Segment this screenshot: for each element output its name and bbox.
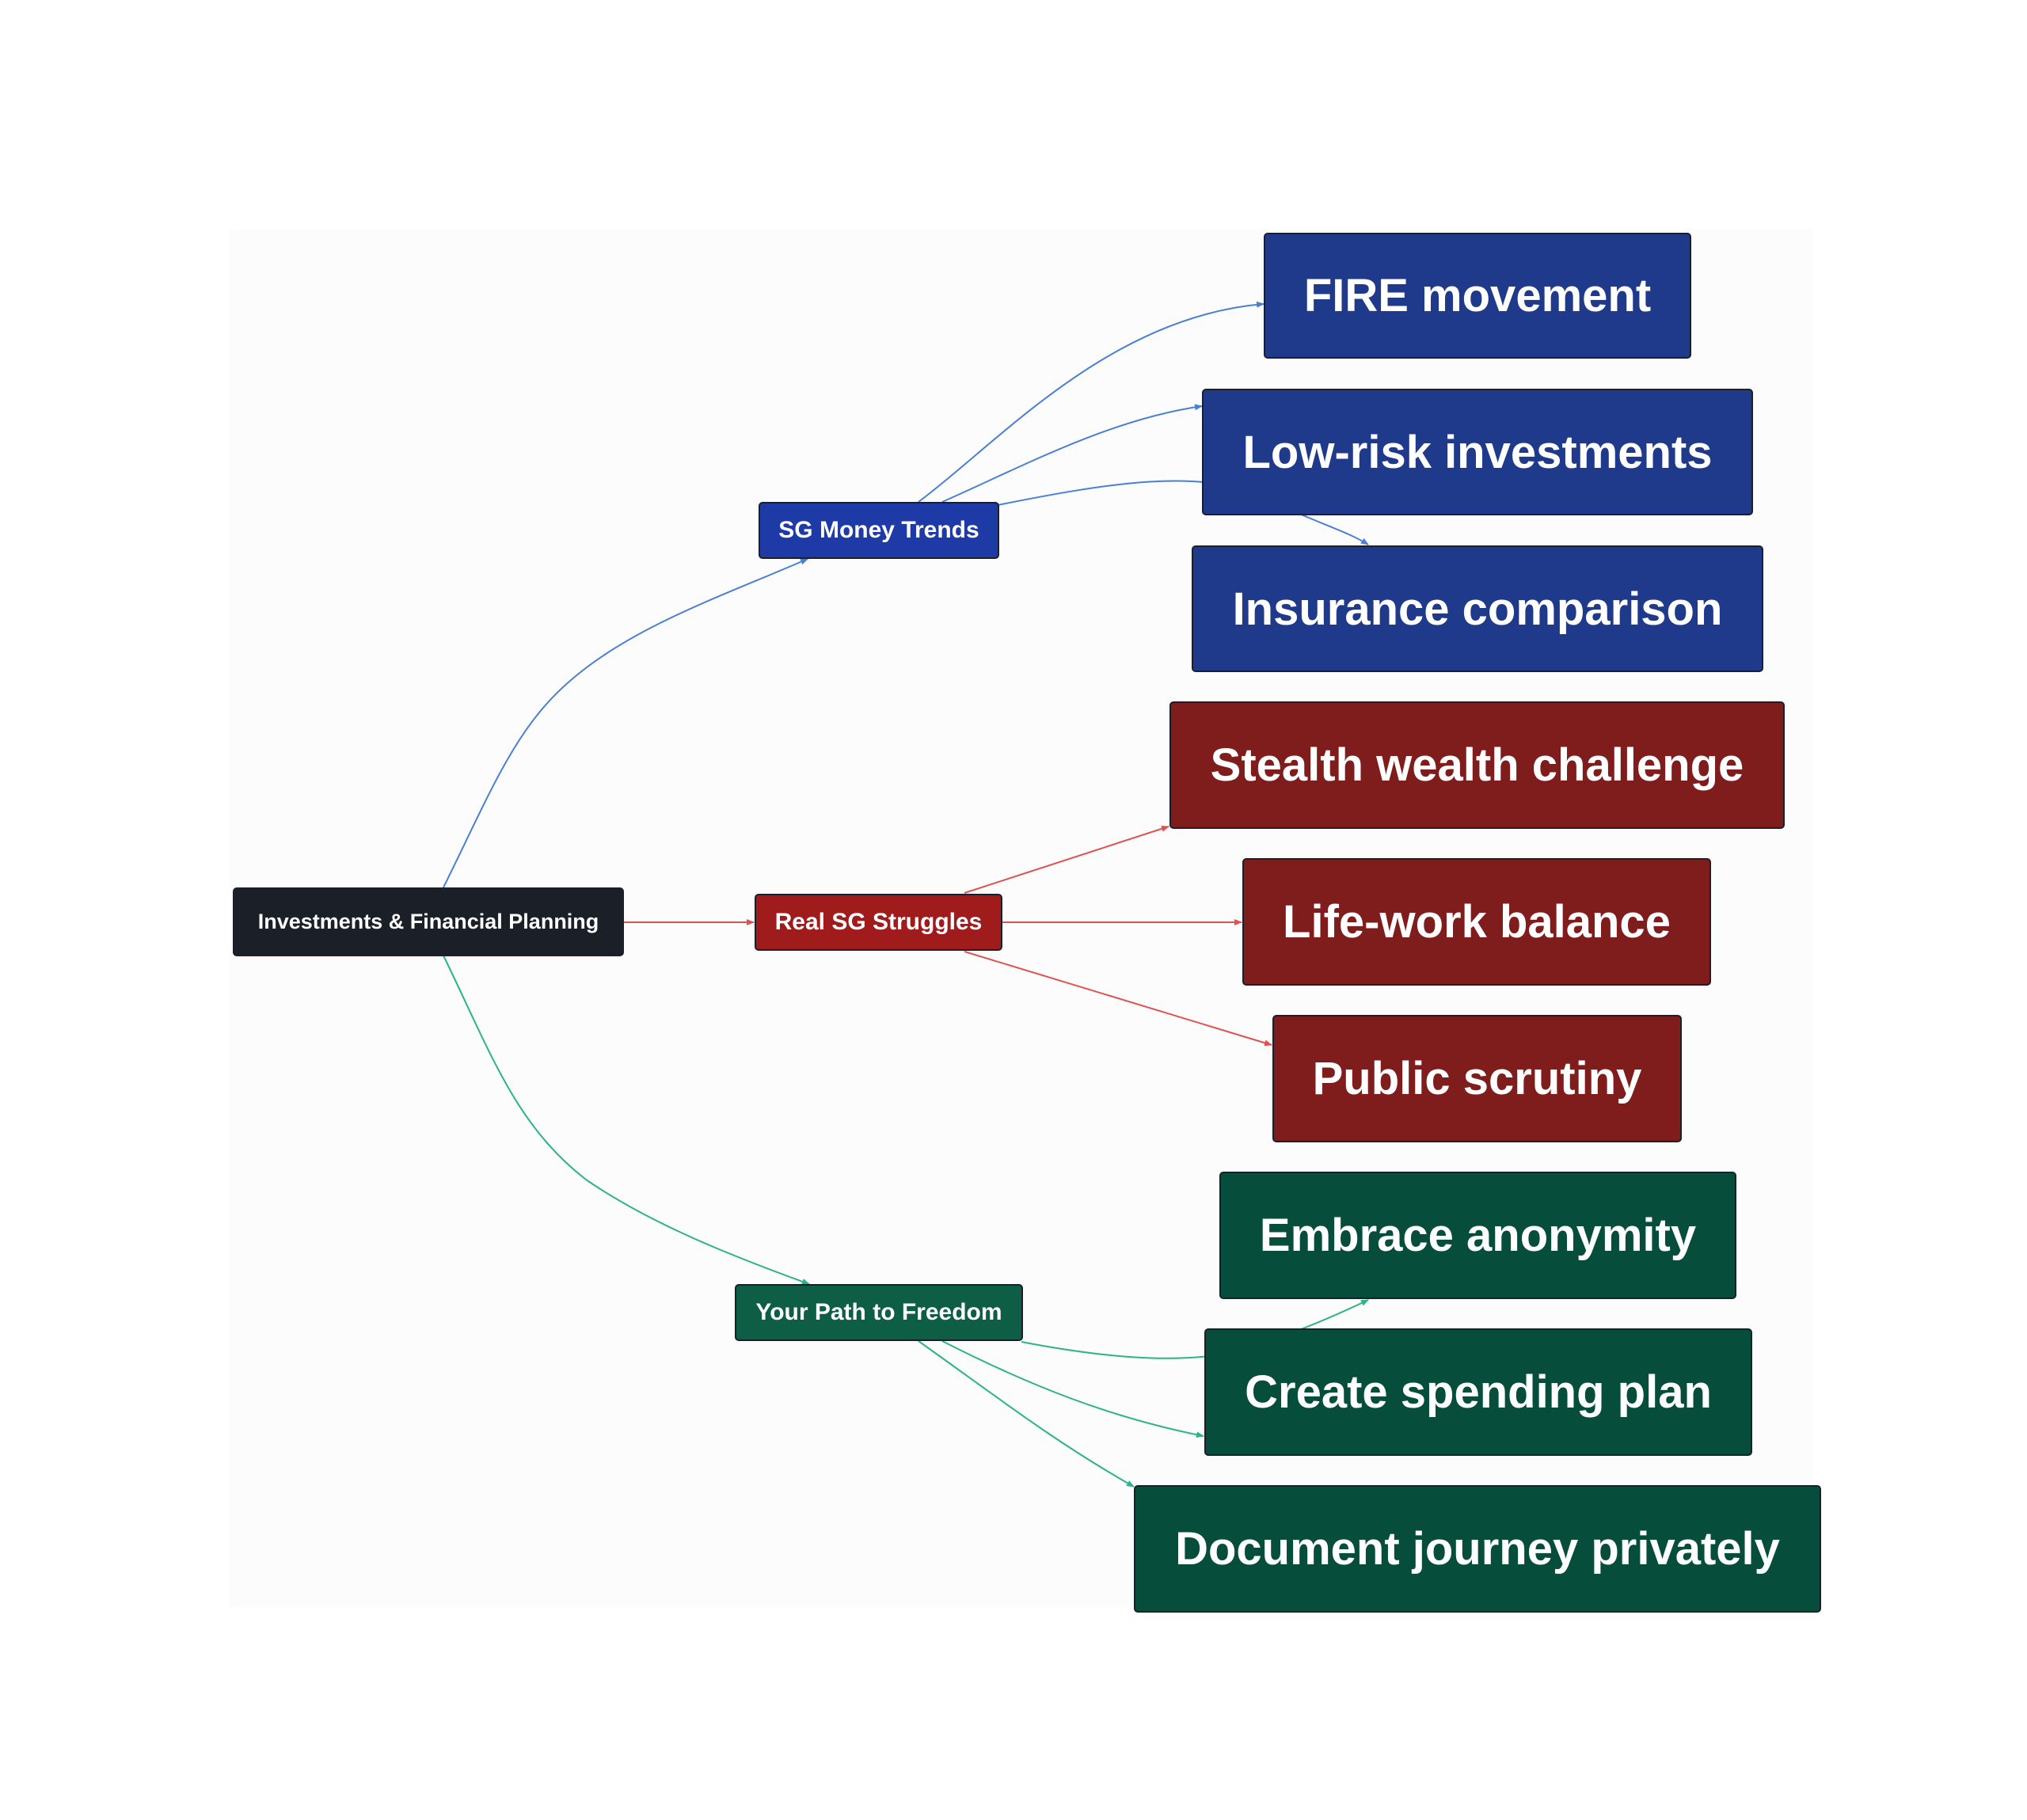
branch-label: Your Path to Freedom bbox=[755, 1299, 1002, 1325]
leaf-label: FIRE movement bbox=[1303, 270, 1652, 321]
leaf-node-public-scrutiny: Public scrutiny bbox=[1272, 1015, 1682, 1142]
leaf-label: Create spending plan bbox=[1245, 1366, 1712, 1418]
leaf-node-insurance-comparison: Insurance comparison bbox=[1192, 545, 1763, 672]
leaf-node-low-risk-investments: Low-risk investments bbox=[1202, 389, 1753, 515]
leaf-node-embrace-anonymity: Embrace anonymity bbox=[1219, 1172, 1736, 1299]
leaf-label: Low-risk investments bbox=[1242, 426, 1713, 478]
leaf-label: Public scrutiny bbox=[1312, 1053, 1642, 1104]
leaf-node-document-journey-privately: Document journey privately bbox=[1134, 1485, 1821, 1613]
edge-to-public-scrutiny bbox=[964, 951, 1272, 1047]
leaf-node-life-work-balance: Life-work balance bbox=[1242, 858, 1711, 986]
leaf-label: Stealth wealth challenge bbox=[1210, 739, 1744, 791]
branch-node-your-path-to-freedom: Your Path to Freedom bbox=[735, 1284, 1023, 1341]
edge-to-create-spending-plan bbox=[941, 1340, 1204, 1438]
leaf-label: Insurance comparison bbox=[1232, 583, 1723, 635]
leaf-label: Life-work balance bbox=[1283, 896, 1671, 948]
edge-to-low-risk-investments bbox=[941, 404, 1203, 503]
leaf-node-stealth-wealth-challenge: Stealth wealth challenge bbox=[1169, 701, 1785, 829]
leaf-label: Embrace anonymity bbox=[1259, 1210, 1697, 1261]
edge-to-stealth-wealth-challenge bbox=[964, 825, 1169, 894]
root-node: Investments & Financial Planning bbox=[233, 887, 624, 956]
leaf-node-create-spending-plan: Create spending plan bbox=[1204, 1328, 1752, 1456]
edge-root-to-sg-money-trends bbox=[443, 558, 808, 888]
branch-node-real-sg-struggles: Real SG Struggles bbox=[755, 894, 1002, 951]
edge-root-to-your-path-to-freedom bbox=[443, 955, 810, 1285]
root-node-label: Investments & Financial Planning bbox=[257, 910, 599, 933]
branch-node-sg-money-trends: SG Money Trends bbox=[759, 502, 999, 559]
branch-label: Real SG Struggles bbox=[774, 909, 983, 935]
edge-to-document-journey-privately bbox=[918, 1340, 1135, 1488]
leaf-label: Document journey privately bbox=[1175, 1523, 1780, 1575]
edge-to-fire-movement bbox=[918, 301, 1264, 503]
branch-label: SG Money Trends bbox=[778, 517, 979, 543]
leaf-node-fire-movement: FIRE movement bbox=[1264, 233, 1691, 359]
